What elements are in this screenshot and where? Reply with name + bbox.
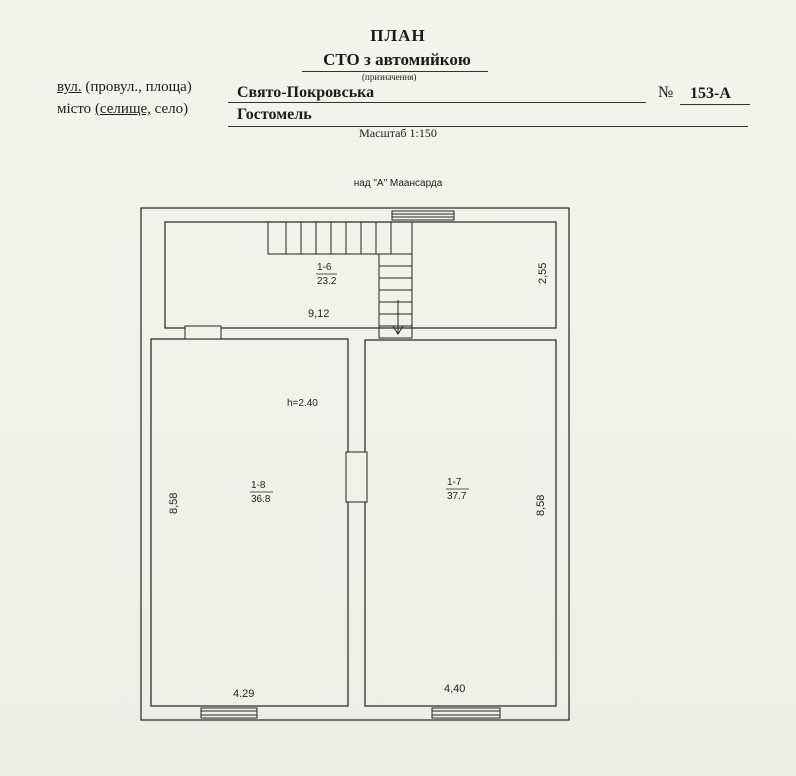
- city-label-part3: село): [150, 101, 189, 117]
- city-label-underlined: (селище,: [94, 101, 151, 117]
- window-bottom-left: [200, 707, 258, 719]
- room-1-8-id: 1-8: [251, 480, 266, 491]
- room-1-7-wall: [364, 339, 557, 707]
- dim-ceiling-height: h=2.40: [287, 398, 318, 409]
- scale-label: Масштаб 1:150: [359, 126, 437, 140]
- outer-wall: [140, 207, 570, 721]
- door-middle: [345, 451, 368, 503]
- purpose-caption: (призначення): [362, 72, 417, 82]
- city-label-part1: місто: [57, 101, 95, 117]
- city-underline: [228, 126, 748, 127]
- street-label: вул. (провул., площа): [57, 79, 192, 96]
- city-value: Гостомель: [237, 106, 312, 123]
- plan-subtitle: над "А" Маансарда: [353, 178, 443, 189]
- number-value: 153-А: [690, 85, 731, 102]
- number-underline: [680, 104, 750, 105]
- purpose-underline: [302, 71, 488, 72]
- number-sign: №: [658, 84, 674, 101]
- document-title: ПЛАН: [370, 26, 426, 45]
- dim-top-width: 9,12: [308, 308, 329, 320]
- door-upper-left: [184, 325, 222, 340]
- dim-top-height: 2,55: [537, 263, 549, 284]
- staircase: [267, 221, 413, 339]
- city-label: місто (селище, село): [57, 101, 188, 118]
- street-label-underlined: вул.: [57, 79, 82, 95]
- room-1-7-id: 1-7: [447, 477, 462, 488]
- dim-left-width: 4.29: [233, 688, 254, 700]
- street-value: Свято-Покровська: [237, 84, 375, 101]
- room-1-8-area: 36.8: [251, 494, 271, 505]
- window-bottom-right: [431, 707, 501, 719]
- street-label-rest: (провул., площа): [81, 79, 192, 95]
- purpose-value: СТО з автомийкою: [323, 50, 471, 69]
- room-1-8-wall: [150, 338, 349, 707]
- room-1-6-area: 23.2: [317, 276, 337, 287]
- room-1-6-id: 1-6: [317, 262, 332, 273]
- dim-right-width: 4,40: [444, 683, 465, 695]
- street-underline: [228, 102, 646, 103]
- room-1-7-area: 37.7: [447, 491, 467, 502]
- dim-left-height: 8,58: [168, 493, 180, 514]
- window-top: [391, 210, 455, 221]
- dim-right-height: 8,58: [535, 495, 547, 516]
